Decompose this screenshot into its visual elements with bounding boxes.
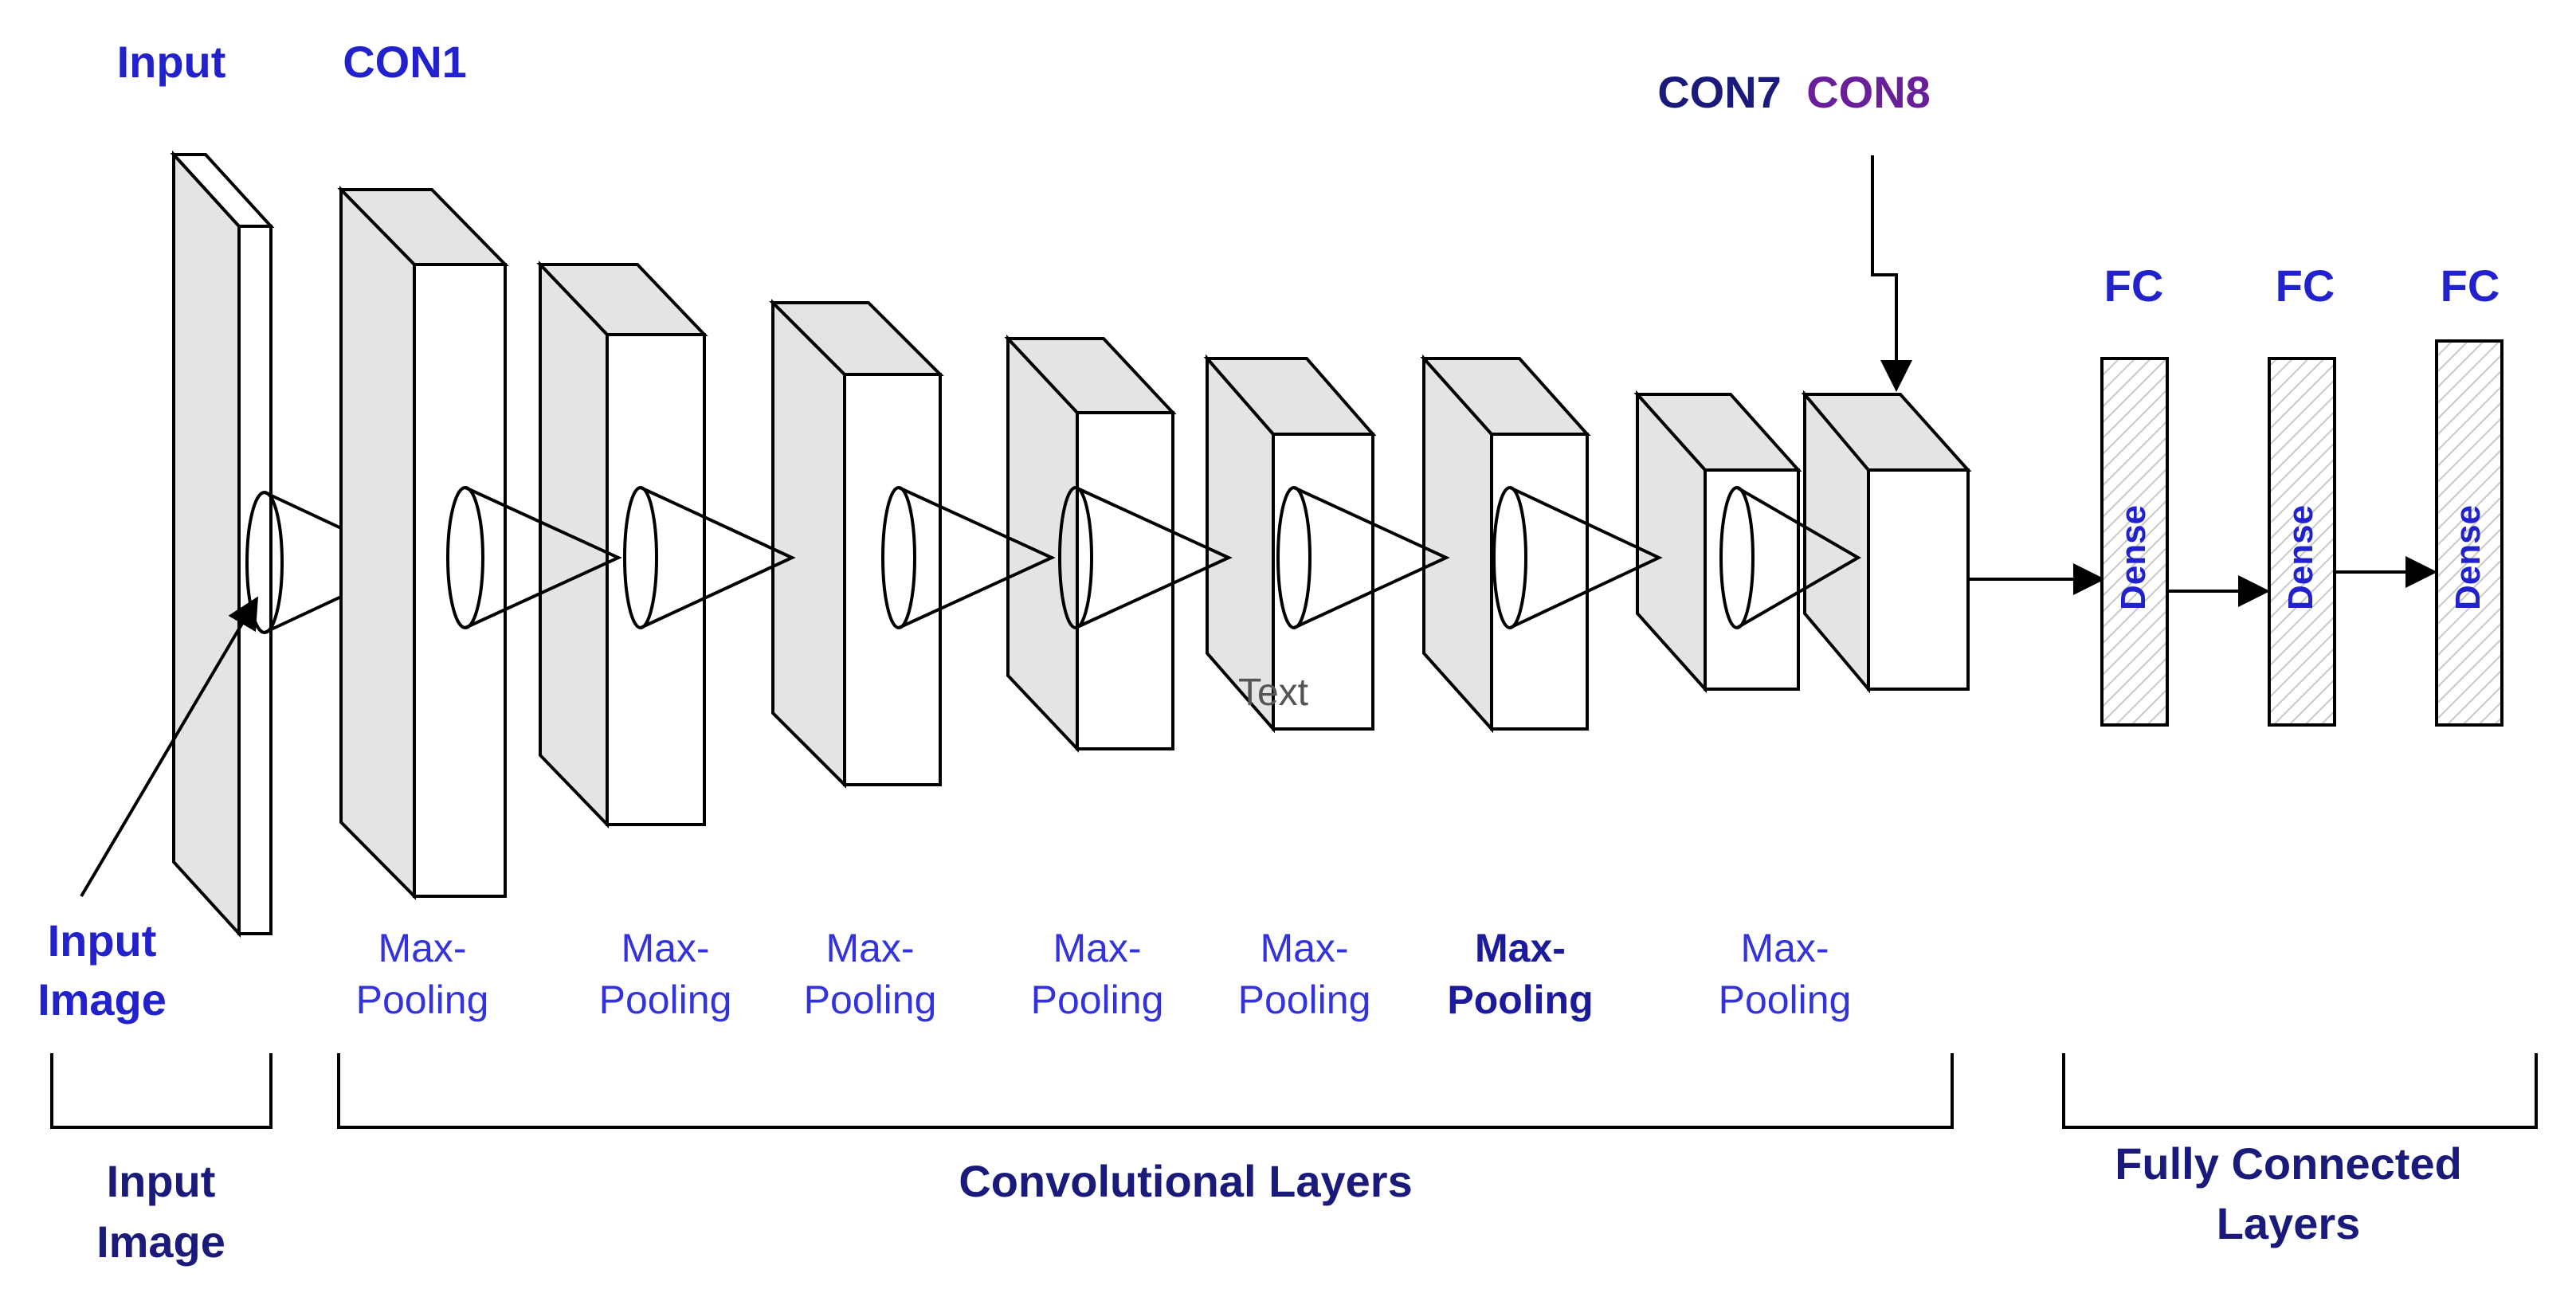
input-label: Input xyxy=(117,37,226,87)
dense-label-1: Dense xyxy=(2114,505,2153,610)
group-fully-connected-line2: Layers xyxy=(2217,1198,2361,1248)
con8-label: CON8 xyxy=(1806,67,1931,117)
kernel-cone-5 xyxy=(1293,486,1450,629)
input-image-arrow-label-line2: Image xyxy=(37,974,167,1025)
pooling-label-3-line1: Max- xyxy=(825,926,914,970)
kernel-cone-3 xyxy=(898,486,1056,629)
dense-label-3: Dense xyxy=(2449,505,2488,610)
con1-label: CON1 xyxy=(343,37,467,87)
kernel-cone-7 xyxy=(1735,486,1861,629)
con8-pointer-arrow xyxy=(1871,155,1912,392)
pooling-label-5-line2: Pooling xyxy=(1238,978,1371,1022)
conv-block-2 xyxy=(536,261,708,829)
pooling-label-7: Max- Pooling xyxy=(1719,926,1852,1022)
stray-text-label: Text xyxy=(1238,672,1308,714)
pooling-label-2: Max- Pooling xyxy=(599,926,732,1022)
pooling-label-4-line2: Pooling xyxy=(1031,978,1164,1022)
pooling-label-3-line2: Pooling xyxy=(804,978,937,1022)
kernel-cone-6 xyxy=(1509,486,1663,629)
convolutional-bracket xyxy=(337,1053,1954,1129)
conv-block-8 xyxy=(1801,390,1972,694)
group-input-image-line1: Input xyxy=(107,1156,216,1206)
fc-header-2: FC xyxy=(2276,261,2335,311)
dense-block-3 xyxy=(2435,339,2503,727)
pooling-label-1-line1: Max- xyxy=(378,926,466,970)
pooling-label-7-line1: Max- xyxy=(1740,926,1829,970)
con7-label: CON7 xyxy=(1657,67,1782,117)
pooling-label-4-line1: Max- xyxy=(1053,926,1141,970)
kernel-cone-4 xyxy=(1075,486,1233,629)
conv-block-5 xyxy=(1203,354,1377,734)
conv-block-6 xyxy=(1420,354,1591,734)
pooling-label-5: Max- Pooling xyxy=(1238,926,1371,1022)
pooling-label-6: Max- Pooling xyxy=(1447,926,1593,1022)
pooling-label-7-line2: Pooling xyxy=(1719,978,1852,1022)
pooling-label-6-line1: Max- xyxy=(1475,926,1566,970)
pooling-label-3: Max- Pooling xyxy=(804,926,937,1022)
kernel-cones xyxy=(446,486,1861,629)
pooling-label-4: Max- Pooling xyxy=(1031,926,1164,1022)
pooling-label-1-line2: Pooling xyxy=(356,978,489,1022)
input-image-arrow-label-line1: Input xyxy=(48,915,157,966)
pooling-label-6-line2: Pooling xyxy=(1447,978,1593,1022)
fc-header-1: FC xyxy=(2104,261,2164,311)
input-layer-block xyxy=(170,150,275,938)
pooling-label-2-line1: Max- xyxy=(621,926,709,970)
fully-connected-bracket xyxy=(2062,1053,2538,1129)
dense-block-1 xyxy=(2100,357,2169,727)
group-convolutional-label: Convolutional Layers xyxy=(959,1156,1412,1206)
dense-label-2: Dense xyxy=(2281,505,2320,610)
group-fully-connected-line1: Fully Connected xyxy=(2115,1138,2462,1189)
kernel-cone-1 xyxy=(465,486,622,629)
conv-block-7 xyxy=(1633,390,1802,694)
input-image-bracket xyxy=(50,1053,272,1129)
pooling-label-5-line1: Max- xyxy=(1260,926,1348,970)
conv-block-1 xyxy=(337,186,509,900)
dense-block-2 xyxy=(2268,357,2336,727)
conv-block-3 xyxy=(769,299,944,789)
input-image-arrow xyxy=(80,596,259,898)
pooling-label-1: Max- Pooling xyxy=(356,926,489,1022)
fc-header-3: FC xyxy=(2441,261,2500,311)
conv-block-4 xyxy=(1004,334,1177,754)
pooling-label-2-line2: Pooling xyxy=(599,978,732,1022)
group-input-image-line2: Image xyxy=(96,1217,225,1267)
kernel-cone-2 xyxy=(640,486,796,629)
